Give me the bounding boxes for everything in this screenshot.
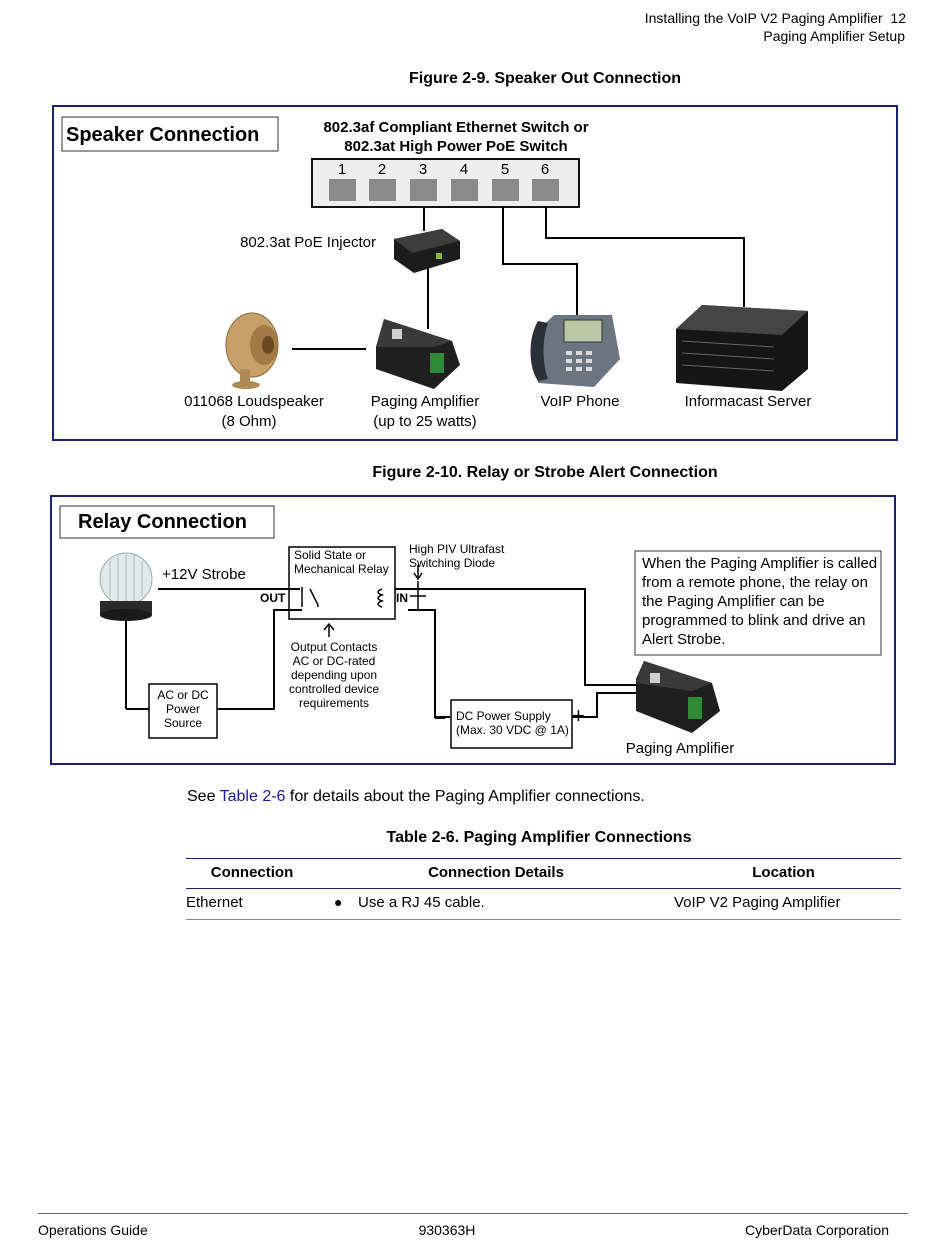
- figure-9-caption: Figure 2-9. Speaker Out Connection: [408, 70, 682, 87]
- table-header-row: Connection Connection Details Location: [186, 859, 901, 888]
- port-1: [329, 179, 356, 201]
- header-section-title: Installing the VoIP V2 Paging Amplifier: [644, 10, 883, 26]
- port-label-2: 2: [378, 161, 386, 178]
- port-4: [451, 179, 478, 201]
- figure-10-frame: Relay Connection +12V Strobe AC or DC Po…: [50, 495, 896, 765]
- cable-switch-server: [545, 207, 745, 307]
- port-label-5: 5: [501, 161, 509, 178]
- header-line-2: Paging Amplifier Setup: [763, 28, 905, 44]
- header-connection-details: Connection Details: [428, 864, 564, 881]
- contacts-line-5: requirements: [299, 696, 369, 710]
- relay-connection-title: Relay Connection: [78, 511, 247, 533]
- note-box: [634, 550, 882, 656]
- speaker-label-line-2: (8 Ohm): [221, 413, 276, 430]
- cable-switch-phone: [502, 207, 578, 320]
- speaker-title-box: [61, 116, 279, 152]
- see-prefix: See: [187, 788, 220, 805]
- port-3: [410, 179, 437, 201]
- header-location: Location: [752, 864, 815, 881]
- relay-label-line-2: Mechanical Relay: [294, 562, 389, 576]
- speaker-label-line-1: 011068 Loudspeaker: [184, 393, 324, 410]
- table-row: Ethernet ● Use a RJ 45 cable. VoIP V2 Pa…: [186, 889, 901, 919]
- port-2: [369, 179, 396, 201]
- loudspeaker-icon: [225, 312, 279, 389]
- phone-label: VoIP Phone: [541, 393, 620, 410]
- see-suffix: for details about the Paging Amplifier c…: [285, 788, 645, 805]
- port-label-4: 4: [460, 161, 468, 178]
- dc-power-supply-box: [450, 699, 573, 749]
- relay-box: [288, 546, 396, 620]
- paging-amplifier-icon: [376, 319, 460, 389]
- diode-label-line-1: High PIV Ultrafast: [409, 542, 505, 556]
- amp-label-line-2: (up to 25 watts): [373, 413, 476, 430]
- row-location: VoIP V2 Paging Amplifier: [674, 894, 841, 911]
- port-label-6: 6: [541, 161, 549, 178]
- see-table-paragraph: See Table 2-6 for details about the Pagi…: [187, 788, 645, 806]
- speaker-connection-title: Speaker Connection: [66, 124, 259, 146]
- footer-center: 930363H: [418, 1222, 476, 1238]
- diode-symbol: [410, 565, 426, 611]
- footer-left: Operations Guide: [38, 1222, 148, 1238]
- dc-minus-sign: –: [435, 707, 445, 727]
- poe-injector-icon: [394, 229, 460, 273]
- relay-out-label: OUT: [260, 591, 286, 605]
- diode-label-line-2: Switching Diode: [409, 556, 495, 570]
- power-source-line-1: AC or DC: [157, 688, 209, 702]
- header-line-1: Installing the VoIP V2 Paging Amplifier …: [645, 9, 906, 27]
- row-details: Use a RJ 45 cable.: [358, 894, 485, 911]
- contacts-line-4: controlled device: [289, 682, 379, 696]
- bullet-icon: ●: [334, 894, 343, 910]
- informacast-server-icon: [676, 305, 808, 391]
- relay-label-line-1: Solid State or: [294, 548, 366, 562]
- switch-title-line-2: 802.3at High Power PoE Switch: [344, 138, 567, 155]
- port-label-1: 1: [338, 161, 346, 178]
- dc-plus-sign: +: [572, 703, 585, 728]
- table-2-6-link[interactable]: Table 2-6: [219, 788, 286, 805]
- dc-supply-line-1: DC Power Supply: [456, 709, 551, 723]
- running-header: Installing the VoIP V2 Paging Amplifier …: [645, 9, 906, 45]
- row-connection: Ethernet: [186, 894, 243, 911]
- page-number: 12: [890, 10, 906, 26]
- footer-rule: [38, 1213, 908, 1214]
- footer-right: CyberData Corporation: [745, 1222, 889, 1238]
- relay-note-text: When the Paging Amplifier is called from…: [642, 555, 878, 648]
- figure-9-frame: Speaker Connection 802.3af Compliant Eth…: [52, 105, 898, 441]
- relay-switch-symbol: [301, 587, 319, 607]
- power-source-box: [148, 683, 218, 739]
- relay-title-box: [59, 505, 275, 539]
- cables: [292, 207, 745, 350]
- paging-amplifier-icon: [636, 661, 720, 733]
- relay-coil-symbol: [377, 588, 385, 608]
- port-6: [532, 179, 559, 201]
- strobe-label: +12V Strobe: [162, 566, 246, 583]
- relay-amp-label: Paging Amplifier: [626, 740, 734, 757]
- connections-table: Connection Connection Details Location E…: [186, 858, 901, 920]
- power-source-line-3: Source: [164, 716, 202, 730]
- switch-title-line-1: 802.3af Compliant Ethernet Switch or: [323, 119, 588, 136]
- port-5: [492, 179, 519, 201]
- contacts-line-3: depending upon: [291, 668, 377, 682]
- power-source-line-2: Power: [166, 702, 200, 716]
- contacts-line-1: Output Contacts: [291, 640, 378, 654]
- port-label-3: 3: [419, 161, 427, 178]
- speaker-connection-diagram: Speaker Connection 802.3af Compliant Eth…: [61, 116, 812, 430]
- injector-label: 802.3at PoE Injector: [240, 234, 376, 251]
- server-label: Informacast Server: [685, 393, 812, 410]
- relay-connection-diagram: Relay Connection +12V Strobe AC or DC Po…: [59, 505, 882, 757]
- table-2-6-caption: Table 2-6. Paging Amplifier Connections: [386, 829, 692, 846]
- header-connection: Connection: [210, 864, 294, 881]
- table-top-rule: [186, 858, 901, 859]
- voip-phone-icon: [530, 315, 620, 387]
- amp-label-line-1: Paging Amplifier: [371, 393, 479, 410]
- contacts-arrow: [323, 622, 335, 637]
- dc-supply-line-2: (Max. 30 VDC @ 1A): [456, 723, 569, 737]
- contacts-line-2: AC or DC-rated: [293, 654, 376, 668]
- figure-10-caption: Figure 2-10. Relay or Strobe Alert Conne…: [372, 464, 718, 481]
- relay-in-label: IN: [396, 591, 408, 605]
- strobe-icon: [99, 552, 153, 621]
- table-header-rule: [186, 888, 901, 889]
- table-bottom-rule: [186, 919, 901, 920]
- relay-wires: [125, 588, 640, 718]
- switch-ports: 1 2 3 4 5 6: [329, 161, 559, 201]
